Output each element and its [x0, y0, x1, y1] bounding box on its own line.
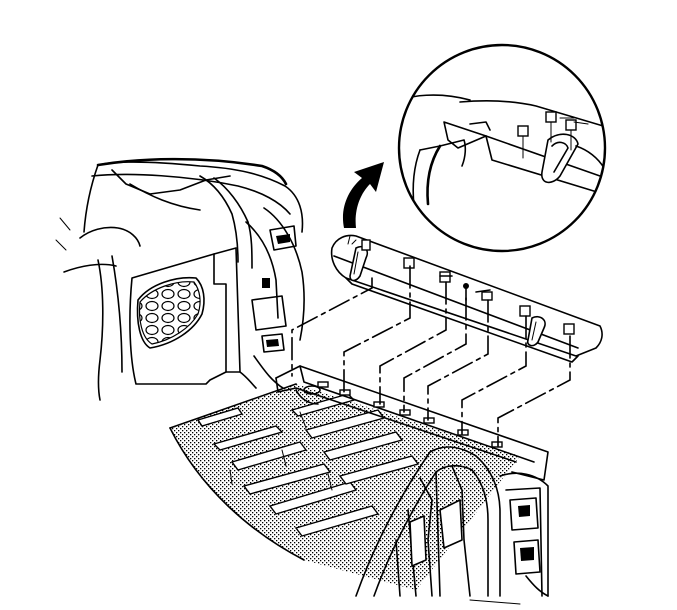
installation-leader-lines: [291, 265, 571, 447]
curved-arrow-icon: [342, 162, 384, 228]
magnified-detail-view: [397, 43, 607, 253]
trunk-floor: [169, 383, 520, 590]
rear-compartment-trim-panel: [330, 234, 603, 363]
trunk-side-panel: [55, 157, 305, 401]
rear-body-panel: [275, 365, 549, 481]
right-wheelhouse: [355, 446, 549, 605]
